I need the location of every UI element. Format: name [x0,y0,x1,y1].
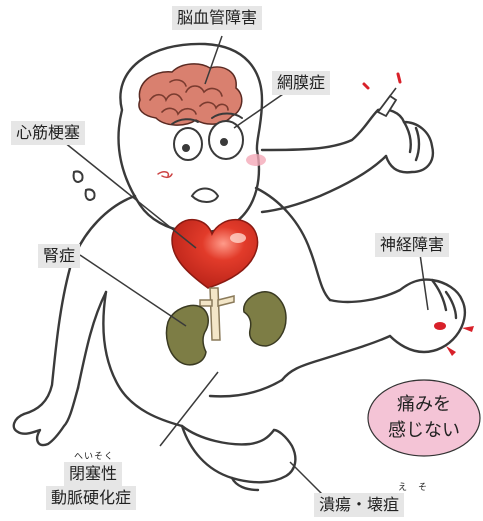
pain-marks-icon [434,322,474,356]
label-brain: 脳血管障害 [172,6,263,30]
leader-lines [63,35,429,495]
label-nerve: 神経障害 [375,233,450,257]
label-artery-group: へいそく 閉塞性 動脈硬化症 [46,452,137,510]
heart-icon [171,218,259,289]
label-kidney: 腎症 [38,244,81,268]
blood-vessels [199,287,235,341]
label-artery-line1: 閉塞性 [64,462,123,486]
label-ulcer-group: え そ 潰瘍・壊疽 [314,483,428,517]
cheek-blush [246,154,266,166]
label-heart: 心筋梗塞 [11,121,86,145]
artery-ruby: へいそく [74,452,115,462]
label-artery-line2: 動脈硬化症 [46,486,137,510]
kidney-left-icon [165,304,209,366]
heart-highlight [230,233,246,243]
bubble-line2: 感じない [388,420,460,441]
bubble-text: 痛みを 感じない [369,392,479,444]
face [157,112,244,203]
kidney-right-icon [243,291,287,347]
needle-icon [362,72,402,118]
speech-bubble [367,379,481,457]
label-ulcer: 潰瘍・壊疽 [314,493,405,517]
brain-icon [138,63,243,126]
sweat-drops-icon [72,170,96,201]
bubble-line1: 痛みを [397,394,451,415]
ulcer-ruby: え そ [398,483,429,493]
label-retina: 網膜症 [272,71,331,95]
body-outline [12,42,467,492]
